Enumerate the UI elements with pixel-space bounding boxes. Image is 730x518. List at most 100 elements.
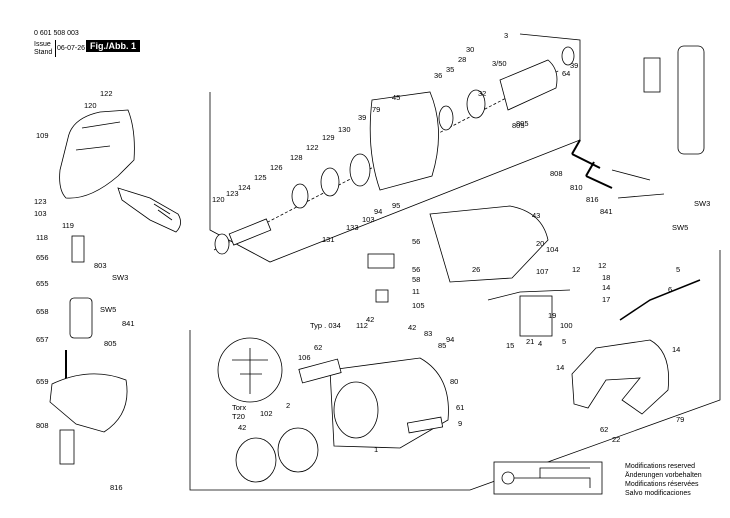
callout: SW5: [100, 305, 116, 314]
note-line: Modifications reserved: [625, 463, 696, 470]
callout: 122: [100, 89, 113, 98]
brush-holder-54: [367, 253, 395, 269]
callout: 18: [602, 273, 610, 282]
stand-label: Stand: [34, 49, 53, 56]
callout: 100: [560, 321, 573, 330]
callout: 12: [572, 265, 580, 274]
header-divider: [55, 40, 56, 57]
callout: 19: [548, 311, 556, 320]
callout: 35: [446, 65, 454, 74]
armature-3: [499, 59, 558, 111]
wrenches: [611, 169, 665, 199]
note-line: Modifications réservées: [625, 481, 699, 488]
callout: 62: [314, 343, 322, 352]
callout: 841: [600, 207, 613, 216]
callout: 80: [450, 377, 458, 386]
callout: 102: [260, 409, 273, 418]
label-45: [406, 416, 444, 434]
clamp-part: [49, 373, 128, 433]
callout: 83: [424, 329, 432, 338]
callout: 26: [472, 265, 480, 274]
bearing-32: [438, 105, 454, 131]
part-number: 0 601 508 003: [34, 30, 79, 37]
callout: 657: [36, 335, 49, 344]
power-cable: [619, 279, 701, 321]
callout: 56: [412, 237, 420, 246]
callout: 130: [338, 125, 351, 134]
callout: 3/50: [492, 59, 507, 68]
bearing-36: [561, 46, 575, 66]
housing-section-frame: [189, 250, 721, 491]
callout: 124: [238, 183, 251, 192]
callout: 45: [392, 93, 400, 102]
callout: 21: [526, 337, 534, 346]
callout: 805: [104, 339, 117, 348]
callout: 133: [346, 223, 359, 232]
callout: 85: [438, 341, 446, 350]
callout: 58: [412, 275, 420, 284]
callout: 103: [362, 215, 375, 224]
callout: 131: [322, 235, 335, 244]
callout: 816: [586, 195, 599, 204]
callout: 20: [536, 239, 544, 248]
callout: 14: [602, 283, 610, 292]
callout: 841: [122, 319, 135, 328]
callout: 9: [458, 419, 462, 428]
fan-28: [466, 89, 486, 119]
callout: 94: [446, 335, 454, 344]
torx-line1: Torx: [232, 403, 246, 412]
callout: 79: [676, 415, 684, 424]
callout: 22: [612, 435, 620, 444]
callout: 39: [570, 61, 578, 70]
callout: 122: [306, 143, 319, 152]
gear-110: [320, 167, 340, 197]
grease-cartridge-658: [677, 45, 705, 155]
label-95: [298, 358, 342, 384]
side-handle: [117, 187, 181, 233]
callout: 805: [512, 121, 525, 130]
note-line: Änderungen vorbehalten: [625, 472, 702, 479]
torx-line2: T20: [232, 412, 245, 421]
gear-39: [349, 153, 371, 187]
callout: 43: [532, 211, 540, 220]
callout: SW5: [672, 223, 688, 232]
callout: 94: [374, 207, 382, 216]
callout: 129: [322, 133, 335, 142]
callout: 36: [434, 71, 442, 80]
callout: 810: [570, 183, 583, 192]
callout: 62: [600, 425, 608, 434]
rear-handle-15: [571, 339, 669, 415]
callout: 105: [412, 301, 425, 310]
callout: 103: [34, 209, 47, 218]
guard-29: [235, 437, 277, 483]
switch-22: [519, 295, 553, 337]
figure-label: Fig./Abb. 1: [86, 40, 140, 52]
callout: 109: [36, 131, 49, 140]
callout: 39: [358, 113, 366, 122]
brush-810: [375, 289, 389, 303]
grease-tube-659: [643, 57, 661, 93]
motor-housing-43: [369, 91, 439, 191]
callout: 79: [372, 105, 380, 114]
callout: 5: [676, 265, 680, 274]
callout: 11: [412, 287, 420, 296]
issue-date: 06-07-26: [57, 45, 86, 52]
callout: 123: [34, 197, 47, 206]
bolt-part: [59, 429, 75, 465]
callout: 32: [478, 89, 486, 98]
callout: 118: [36, 233, 48, 242]
callout: 655: [36, 279, 49, 288]
callout: 128: [290, 153, 303, 162]
callout: 42: [408, 323, 416, 332]
callout: 123: [226, 189, 239, 198]
field-coil-2: [277, 427, 319, 473]
callout: 803: [94, 261, 107, 270]
callout: 42: [366, 315, 374, 324]
callout: 808: [36, 421, 49, 430]
callout: 1: [374, 445, 378, 454]
callout: 808: [550, 169, 563, 178]
callout: 104: [546, 245, 559, 254]
callout: 12: [598, 261, 606, 270]
